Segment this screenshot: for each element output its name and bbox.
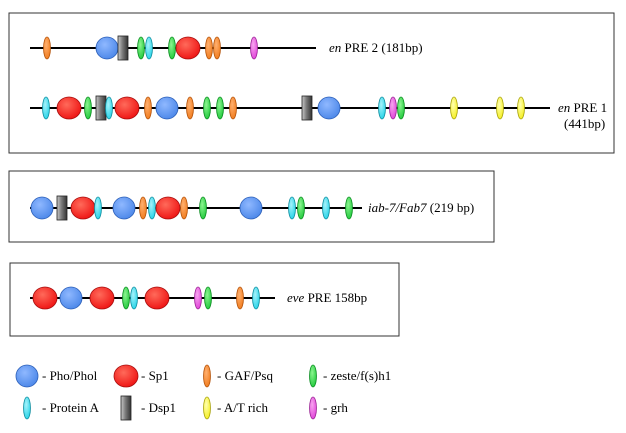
en-pre2-zeste-site-4 bbox=[137, 36, 145, 60]
en-pre1-proteinA-site-15 bbox=[378, 96, 386, 120]
en-pre1-zeste-site-10 bbox=[203, 96, 211, 120]
legend-zeste-label: - zeste/f(s)h1 bbox=[323, 368, 391, 383]
en-pre2-dsp1-site-3 bbox=[117, 35, 129, 61]
eve-zeste-site-8 bbox=[204, 286, 212, 310]
en-pre1-sp1-site-6 bbox=[114, 96, 140, 120]
eve-proteinA-site-5 bbox=[130, 286, 138, 310]
en-pre2-pho-site-2 bbox=[95, 36, 119, 60]
eve-proteinA-site-10 bbox=[252, 286, 260, 310]
iab7-label: iab-7/Fab7 (219 bp) bbox=[368, 200, 474, 215]
en-pre2-gaf-site-8 bbox=[205, 36, 213, 60]
eve-sp1-site-6 bbox=[144, 286, 170, 310]
en-pre1-gaf-site-12 bbox=[229, 96, 237, 120]
en-pre1-at-site-18 bbox=[450, 96, 458, 120]
en-pre1-proteinA-site-5 bbox=[105, 96, 113, 120]
en-pre2-sp1-site-7 bbox=[175, 36, 201, 60]
legend-dsp1-label: - Dsp1 bbox=[141, 400, 176, 415]
eve-sp1-site-3 bbox=[89, 286, 115, 310]
en-pre1-proteinA-site-1 bbox=[42, 96, 50, 120]
iab7-proteinA-site-12 bbox=[288, 196, 296, 220]
eve-zeste-site-4 bbox=[122, 286, 130, 310]
iab7-zeste-site-13 bbox=[297, 196, 305, 220]
iab7-proteinA-site-4 bbox=[94, 196, 102, 220]
iab7-gaf-site-6 bbox=[139, 196, 147, 220]
en-pre2-zeste-site-6 bbox=[168, 36, 176, 60]
eve-label: eve PRE 158bp bbox=[287, 290, 367, 305]
eve-grh-site-7 bbox=[194, 286, 202, 310]
legend-at-symbol bbox=[203, 396, 211, 420]
en-pre1-gaf-site-7 bbox=[144, 96, 152, 120]
legend-pho-label: - Pho/Phol bbox=[42, 368, 98, 383]
en-pre1-gaf-site-9 bbox=[186, 96, 194, 120]
legend-pho-symbol bbox=[15, 364, 39, 388]
iab7-pho-site-1 bbox=[30, 196, 54, 220]
iab7-sp1-site-3 bbox=[70, 196, 96, 220]
en-pre1-pho-site-14 bbox=[317, 96, 341, 120]
en-pre2-label: en PRE 2 (181bp) bbox=[329, 40, 423, 55]
en-pre1-at-site-20 bbox=[517, 96, 525, 120]
iab7-pho-site-5 bbox=[112, 196, 136, 220]
iab7-dsp1-site-2 bbox=[56, 195, 68, 221]
legend-gaf-label: - GAF/Psq bbox=[217, 368, 273, 383]
legend-sp1-label: - Sp1 bbox=[141, 368, 169, 383]
en-pre1-zeste-site-17 bbox=[397, 96, 405, 120]
legend-zeste-symbol bbox=[309, 364, 317, 388]
eve-pho-site-2 bbox=[59, 286, 83, 310]
en-pre1-pho-site-8 bbox=[155, 96, 179, 120]
en-pre2-proteinA-site-5 bbox=[145, 36, 153, 60]
iab7-gaf-site-9 bbox=[180, 196, 188, 220]
iab7-zeste-site-10 bbox=[199, 196, 207, 220]
eve-sp1-site-1 bbox=[32, 286, 58, 310]
legend-grh-symbol bbox=[309, 396, 317, 420]
legend-gaf-symbol bbox=[203, 364, 211, 388]
en-pre1-size-label: (441bp) bbox=[564, 116, 605, 131]
en-pre1-grh-site-16 bbox=[389, 96, 397, 120]
eve-pre-box bbox=[9, 262, 400, 337]
eve-gaf-site-9 bbox=[236, 286, 244, 310]
en-pre2-grh-site-10 bbox=[250, 36, 258, 60]
en-pre2-gaf-site-1 bbox=[43, 36, 51, 60]
legend-proteinA-symbol bbox=[23, 396, 31, 420]
en-pre1-sp1-site-2 bbox=[56, 96, 82, 120]
legend-proteinA-label: - Protein A bbox=[42, 400, 100, 415]
iab7-proteinA-site-7 bbox=[148, 196, 156, 220]
en-pre1-dsp1-site-13 bbox=[301, 95, 313, 121]
en-pre1-label: en PRE 1 bbox=[558, 100, 607, 115]
legend-sp1-symbol bbox=[113, 364, 139, 388]
iab7-pho-site-11 bbox=[239, 196, 263, 220]
legend-at-label: - A/T rich bbox=[217, 400, 269, 415]
en-pre1-zeste-site-3 bbox=[84, 96, 92, 120]
en-pre1-at-site-19 bbox=[496, 96, 504, 120]
legend-dsp1-symbol bbox=[120, 395, 132, 421]
en-pre1-zeste-site-11 bbox=[216, 96, 224, 120]
en-pre2-gaf-site-9 bbox=[213, 36, 221, 60]
iab7-pre-box bbox=[8, 170, 495, 243]
iab7-sp1-site-8 bbox=[155, 196, 181, 220]
legend-grh-label: - grh bbox=[323, 400, 348, 415]
iab7-proteinA-site-14 bbox=[322, 196, 330, 220]
en-pre1-dsp1-site-4 bbox=[95, 95, 107, 121]
iab7-zeste-site-15 bbox=[345, 196, 353, 220]
en-pre-box bbox=[8, 12, 615, 154]
